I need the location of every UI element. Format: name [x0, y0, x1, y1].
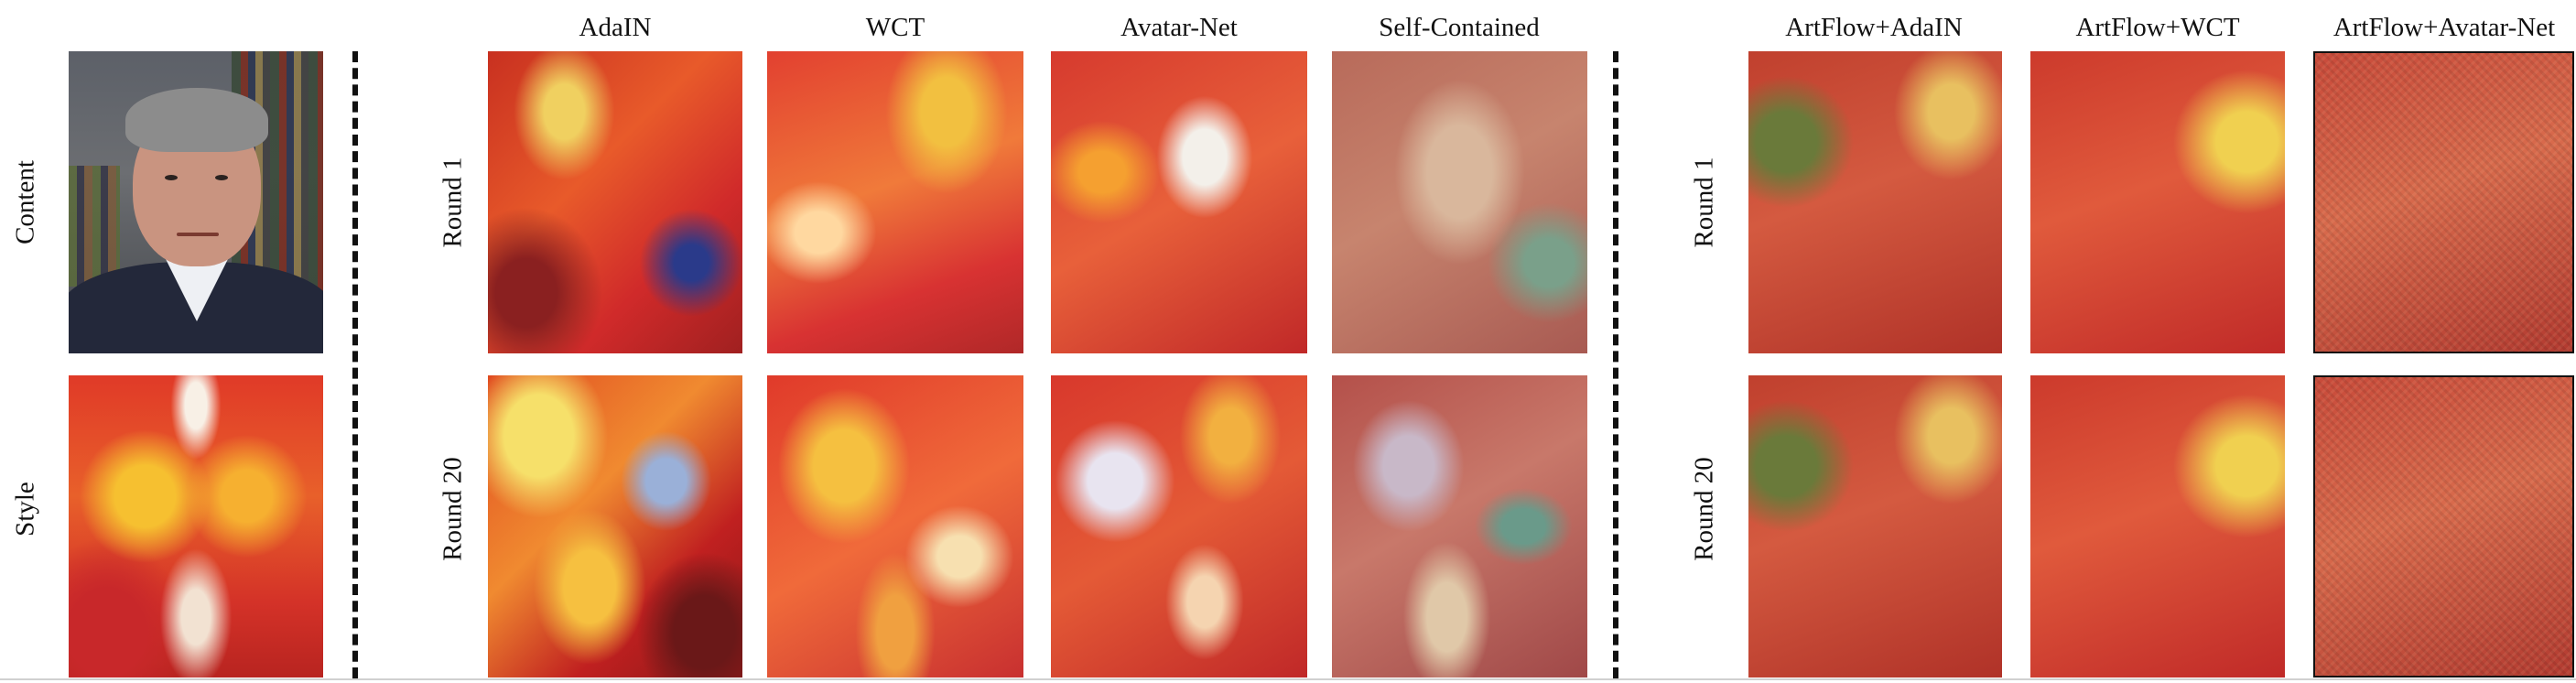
col-label-avatar-net: Avatar-Net [1120, 13, 1238, 42]
artflow-adain-round-20-image [1748, 375, 2002, 678]
wct-round-1-image [767, 51, 1023, 353]
bottom-rule [0, 678, 2576, 680]
hair [125, 88, 268, 152]
row-label-round-1: Round 1 [1689, 157, 1719, 248]
eye [165, 175, 178, 180]
artflow-avatar-net-round-1-image [2313, 51, 2574, 353]
col-label-artflow-wct: ArtFlow+WCT [2075, 13, 2240, 42]
mouth [177, 233, 219, 236]
wct-round-20-image [767, 375, 1023, 678]
row-label-style: Style [10, 482, 40, 537]
avatar-net-round-20-image [1051, 375, 1307, 678]
self-contained-round-20-image [1332, 375, 1587, 678]
col-label-artflow-adain: ArtFlow+AdaIN [1785, 13, 1963, 42]
bookshelf [69, 166, 120, 287]
artflow-avatar-net-round-20-image [2313, 375, 2574, 678]
row-label-round-1: Round 1 [438, 157, 468, 248]
col-label-artflow-avatar-net: ArtFlow+Avatar-Net [2332, 13, 2556, 42]
artflow-wct-round-1-image [2030, 51, 2285, 353]
artflow-adain-round-1-image [1748, 51, 2002, 353]
col-label-wct: WCT [865, 13, 925, 42]
col-label-self-contained: Self-Contained [1379, 13, 1540, 42]
row-label-round-20: Round 20 [1689, 457, 1719, 561]
adain-round-1-image [488, 51, 742, 353]
self-contained-round-1-image [1332, 51, 1587, 353]
col-label-adain: AdaIN [579, 13, 652, 42]
eye [215, 175, 228, 180]
separator-left [352, 51, 358, 678]
artflow-wct-round-20-image [2030, 375, 2285, 678]
separator-right [1613, 51, 1618, 678]
shirt-collar [165, 257, 229, 321]
style-image [69, 375, 323, 678]
row-label-round-20: Round 20 [438, 457, 468, 561]
content-image [69, 51, 323, 353]
row-label-content: Content [10, 160, 40, 244]
avatar-net-round-1-image [1051, 51, 1307, 353]
adain-round-20-image [488, 375, 742, 678]
